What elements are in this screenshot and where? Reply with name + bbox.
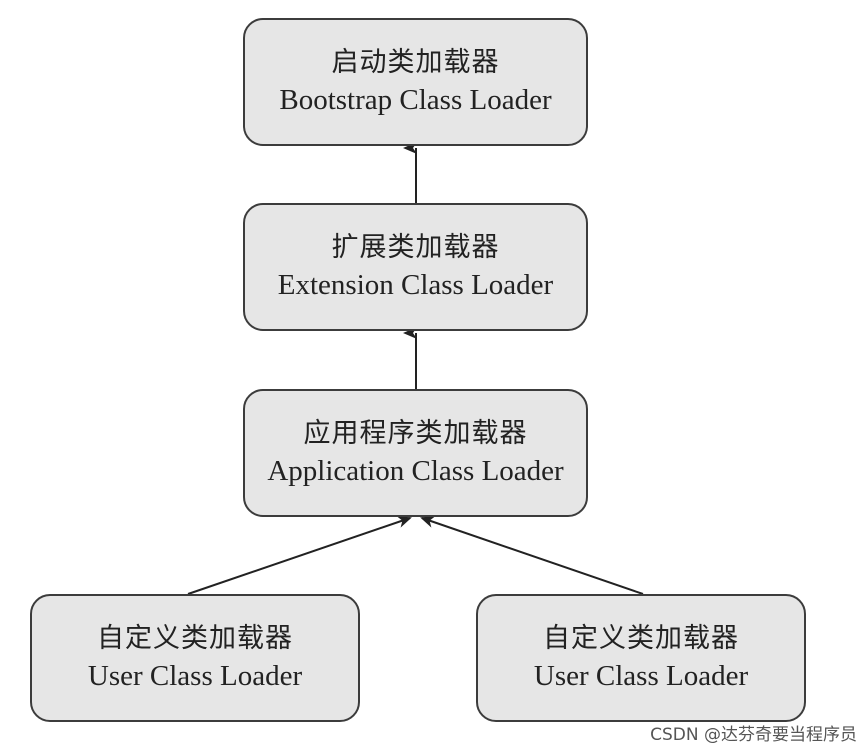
node-extension-cn-label: 扩展类加载器: [331, 232, 500, 263]
node-user-class-loader-right: 自定义类加载器 User Class Loader: [476, 594, 806, 722]
node-bootstrap-class-loader: 启动类加载器 Bootstrap Class Loader: [243, 18, 588, 146]
node-user-class-loader-left: 自定义类加载器 User Class Loader: [30, 594, 360, 722]
edge-user-left-to-application: [187, 516, 412, 595]
edge-user-right-to-application: [420, 516, 644, 595]
node-user-right-en-label: User Class Loader: [533, 660, 749, 692]
node-extension-class-loader: 扩展类加载器 Extension Class Loader: [243, 203, 588, 331]
node-application-cn-label: 应用程序类加载器: [303, 418, 528, 449]
node-bootstrap-cn-label: 启动类加载器: [331, 47, 500, 78]
node-extension-en-label: Extension Class Loader: [277, 269, 554, 301]
node-application-class-loader: 应用程序类加载器 Application Class Loader: [243, 389, 588, 517]
watermark-text: CSDN @达芬奇要当程序员: [650, 725, 857, 745]
node-user-left-en-label: User Class Loader: [87, 660, 303, 692]
node-bootstrap-en-label: Bootstrap Class Loader: [279, 84, 552, 116]
node-application-en-label: Application Class Loader: [267, 455, 564, 487]
node-user-right-cn-label: 自定义类加载器: [543, 623, 739, 654]
node-user-left-cn-label: 自定义类加载器: [97, 623, 293, 654]
